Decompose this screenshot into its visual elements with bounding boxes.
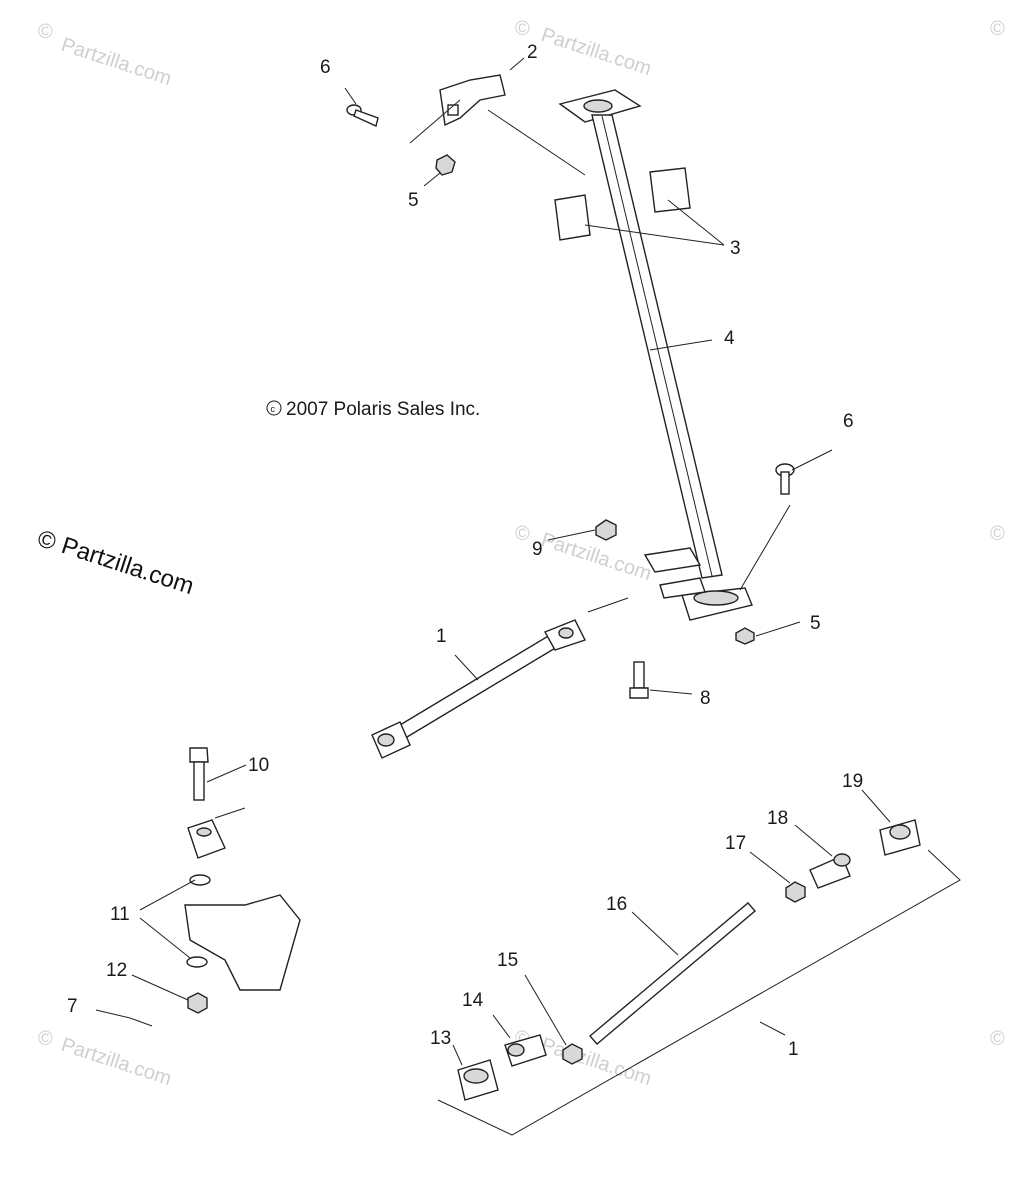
callout-11: 11	[110, 904, 130, 925]
nut-bottom	[735, 627, 755, 645]
callout-13: 13	[430, 1028, 451, 1049]
callout-17: 17	[725, 833, 746, 854]
callout-10: 10	[248, 755, 269, 776]
bolt-top	[346, 104, 379, 127]
bolt-8	[629, 661, 649, 699]
callout-2: 2	[527, 42, 538, 63]
bushings	[554, 167, 691, 241]
watermark: Partzilla.com	[58, 1034, 174, 1090]
copyright-circle-icon	[266, 400, 282, 416]
callout-18: 18	[767, 808, 788, 829]
callout-14: 14	[462, 990, 484, 1011]
callout-4: 4	[724, 328, 735, 349]
nut-12	[187, 992, 208, 1014]
watermark-copyright-icon: ©	[38, 1028, 53, 1050]
watermarks: Partzilla.com Partzilla.com Partzilla.co…	[38, 18, 1005, 1090]
tie-rod-assembly	[371, 619, 586, 759]
watermark-copyright-icon: ©	[38, 21, 53, 43]
callout-7: 7	[67, 996, 78, 1017]
watermark-copyright-icon: ©	[990, 1028, 1005, 1050]
copyright-c-glyph: c	[271, 404, 276, 414]
watermark-copyright-icon: ©	[990, 523, 1005, 545]
callout-5-top: 5	[408, 190, 419, 211]
watermark: Partzilla.com	[538, 529, 654, 585]
callout-6-mid: 6	[843, 411, 854, 432]
callouts: 2 6 5 3 4 6 9 5 1 8 10 19 18 17 16 11 15…	[67, 42, 863, 1060]
watermark-copyright-icon: ©	[990, 18, 1005, 40]
watermark-large: Partzilla.com	[58, 532, 197, 600]
callout-1-lower: 1	[788, 1039, 799, 1060]
tie-rod-end-left	[187, 807, 246, 859]
callout-3: 3	[730, 238, 741, 259]
steering-bracket	[439, 74, 506, 127]
steering-post	[558, 89, 753, 621]
tie-rod-exploded	[437, 819, 961, 1136]
watermark-copyright-icon: ©	[515, 523, 530, 545]
callout-9: 9	[532, 539, 543, 560]
nut-9	[595, 519, 617, 541]
cotter-pin-7	[129, 1017, 153, 1027]
callout-5-bottom: 5	[810, 613, 821, 634]
copyright-notice: c 2007 Polaris Sales Inc.	[266, 399, 480, 420]
watermark: Partzilla.com	[538, 24, 654, 80]
callout-1-upper: 1	[436, 626, 447, 647]
callout-15: 15	[497, 950, 518, 971]
watermark-copyright-icon: ©	[515, 18, 530, 40]
partzilla-watermark-large: © Partzilla.com	[34, 525, 197, 600]
callout-6-top: 6	[320, 57, 331, 78]
watermark: Partzilla.com	[58, 34, 174, 90]
washers-11	[186, 874, 211, 968]
callout-8: 8	[700, 688, 711, 709]
callout-16: 16	[606, 894, 627, 915]
copyright-icon: ©	[34, 525, 59, 556]
bolt-mid	[775, 463, 795, 495]
spindle-arm	[184, 894, 301, 991]
bolt-10	[189, 747, 209, 801]
callout-19: 19	[842, 771, 863, 792]
copyright-text: 2007 Polaris Sales Inc.	[286, 399, 480, 420]
callout-12: 12	[106, 960, 127, 981]
nut-top	[435, 154, 456, 176]
leader-lines	[95, 57, 891, 1066]
